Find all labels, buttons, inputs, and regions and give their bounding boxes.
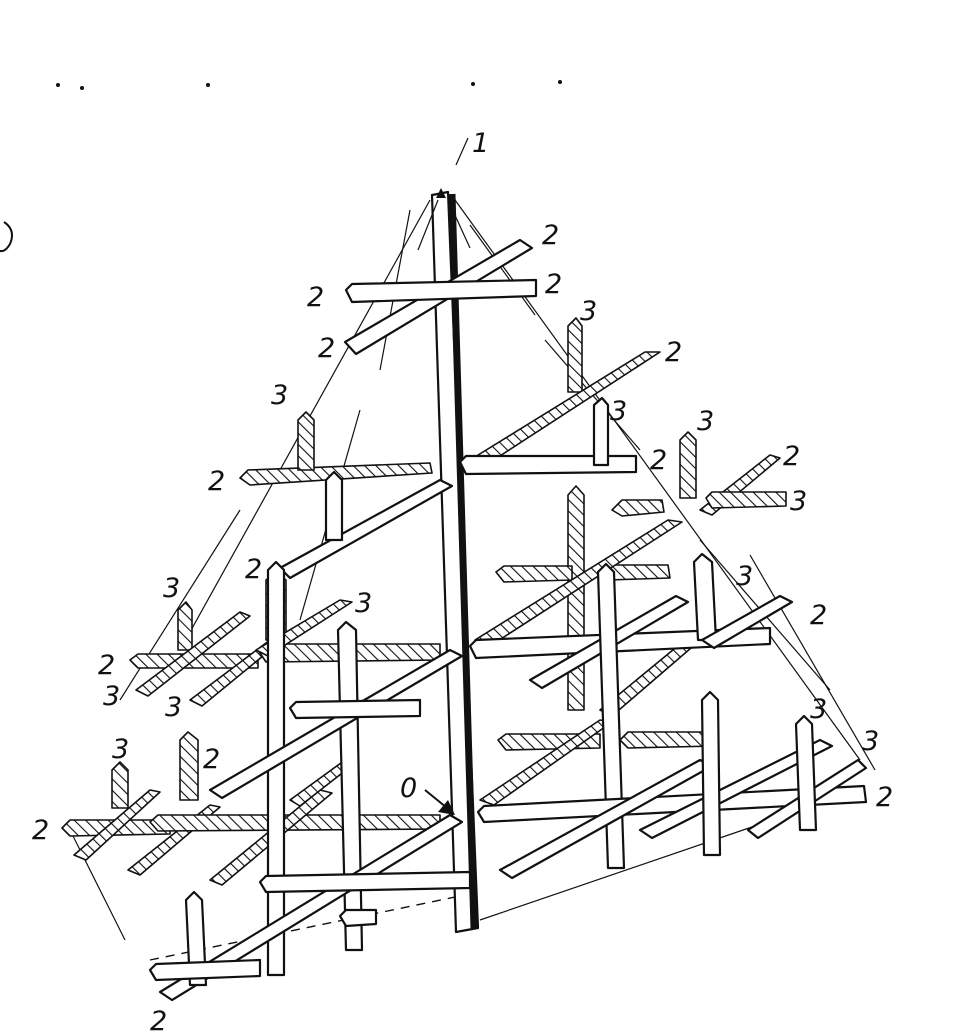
hatched-rod bbox=[73, 789, 161, 861]
solid-rod bbox=[592, 396, 610, 467]
label-rod-2: 2 bbox=[810, 600, 827, 631]
label-rod-3: 3 bbox=[697, 406, 714, 437]
solid-rod bbox=[344, 278, 538, 304]
labels-rod-3: 3 3 3 3 3 3 3 3 3 3 3 3 3 bbox=[103, 296, 879, 765]
solid-rod bbox=[692, 552, 718, 642]
labels-rod-2: 2 2 2 2 2 2 2 2 2 2 2 2 2 2 2 bbox=[32, 220, 893, 1036]
scan-specks bbox=[0, 80, 562, 253]
origin-arrow bbox=[424, 789, 455, 815]
label-rod-2: 2 bbox=[876, 782, 893, 813]
hatched-rod bbox=[177, 601, 193, 651]
hatched-rod bbox=[179, 731, 199, 801]
solid-rod bbox=[266, 560, 286, 977]
label-rod-3: 3 bbox=[580, 296, 597, 327]
solid-rod bbox=[338, 908, 378, 928]
solid-rod bbox=[278, 478, 454, 580]
solid-rod bbox=[458, 454, 638, 476]
solid-rod bbox=[324, 470, 344, 542]
solid-rod bbox=[794, 714, 818, 832]
hatched-rod bbox=[611, 499, 665, 517]
label-rod-2: 2 bbox=[208, 466, 225, 497]
apex-arrow bbox=[417, 188, 471, 251]
label-rod-3: 3 bbox=[112, 734, 129, 765]
label-rod-3: 3 bbox=[271, 380, 288, 411]
label-rod-3: 3 bbox=[862, 726, 879, 757]
hatched-rod bbox=[679, 431, 697, 499]
label-rod-2: 2 bbox=[32, 815, 49, 846]
label-rod-3: 3 bbox=[610, 396, 627, 427]
hatched-rod bbox=[567, 485, 585, 711]
hatched-rod bbox=[705, 491, 787, 509]
hatched-rod bbox=[495, 565, 573, 583]
label-rod-3: 3 bbox=[355, 588, 372, 619]
label-rod-2: 2 bbox=[318, 333, 335, 364]
solid-rod bbox=[258, 870, 472, 894]
label-rod-3: 3 bbox=[810, 694, 827, 725]
hatched-rod bbox=[111, 761, 129, 809]
label-rod-2: 2 bbox=[203, 744, 220, 775]
solid-rod bbox=[700, 690, 722, 857]
label-rod-2: 2 bbox=[98, 650, 115, 681]
label-rod-2: 2 bbox=[545, 269, 562, 300]
hatched-rod bbox=[135, 611, 251, 697]
solid-rod bbox=[288, 698, 422, 720]
label-rod-3: 3 bbox=[103, 681, 120, 712]
label-vertical-axis: 1 bbox=[472, 128, 489, 159]
label-rod-3: 3 bbox=[790, 486, 807, 517]
solid-rod bbox=[148, 958, 262, 982]
hatched-rod bbox=[567, 317, 583, 393]
hatched-rod bbox=[479, 719, 613, 806]
label-rod-2: 2 bbox=[650, 445, 667, 476]
solid-rod bbox=[208, 648, 464, 800]
label-rod-2: 2 bbox=[245, 554, 262, 585]
solid-rod bbox=[700, 594, 794, 650]
label-rod-3: 3 bbox=[163, 573, 180, 604]
label-rod-2: 2 bbox=[150, 1006, 167, 1036]
label-rod-2: 2 bbox=[665, 337, 682, 368]
label-rod-2: 2 bbox=[542, 220, 559, 251]
solid-rod bbox=[336, 620, 364, 952]
label-rod-3: 3 bbox=[165, 692, 182, 723]
solid-rod bbox=[638, 738, 834, 840]
label-rod-2: 2 bbox=[783, 441, 800, 472]
hatched-rod bbox=[469, 351, 661, 466]
solid-rod bbox=[476, 784, 868, 824]
solid-rods bbox=[148, 190, 868, 1002]
hatched-rod bbox=[297, 411, 315, 471]
label-origin: 0 bbox=[400, 773, 417, 804]
label-rod-3: 3 bbox=[736, 561, 753, 592]
label-rod-2: 2 bbox=[307, 282, 324, 313]
